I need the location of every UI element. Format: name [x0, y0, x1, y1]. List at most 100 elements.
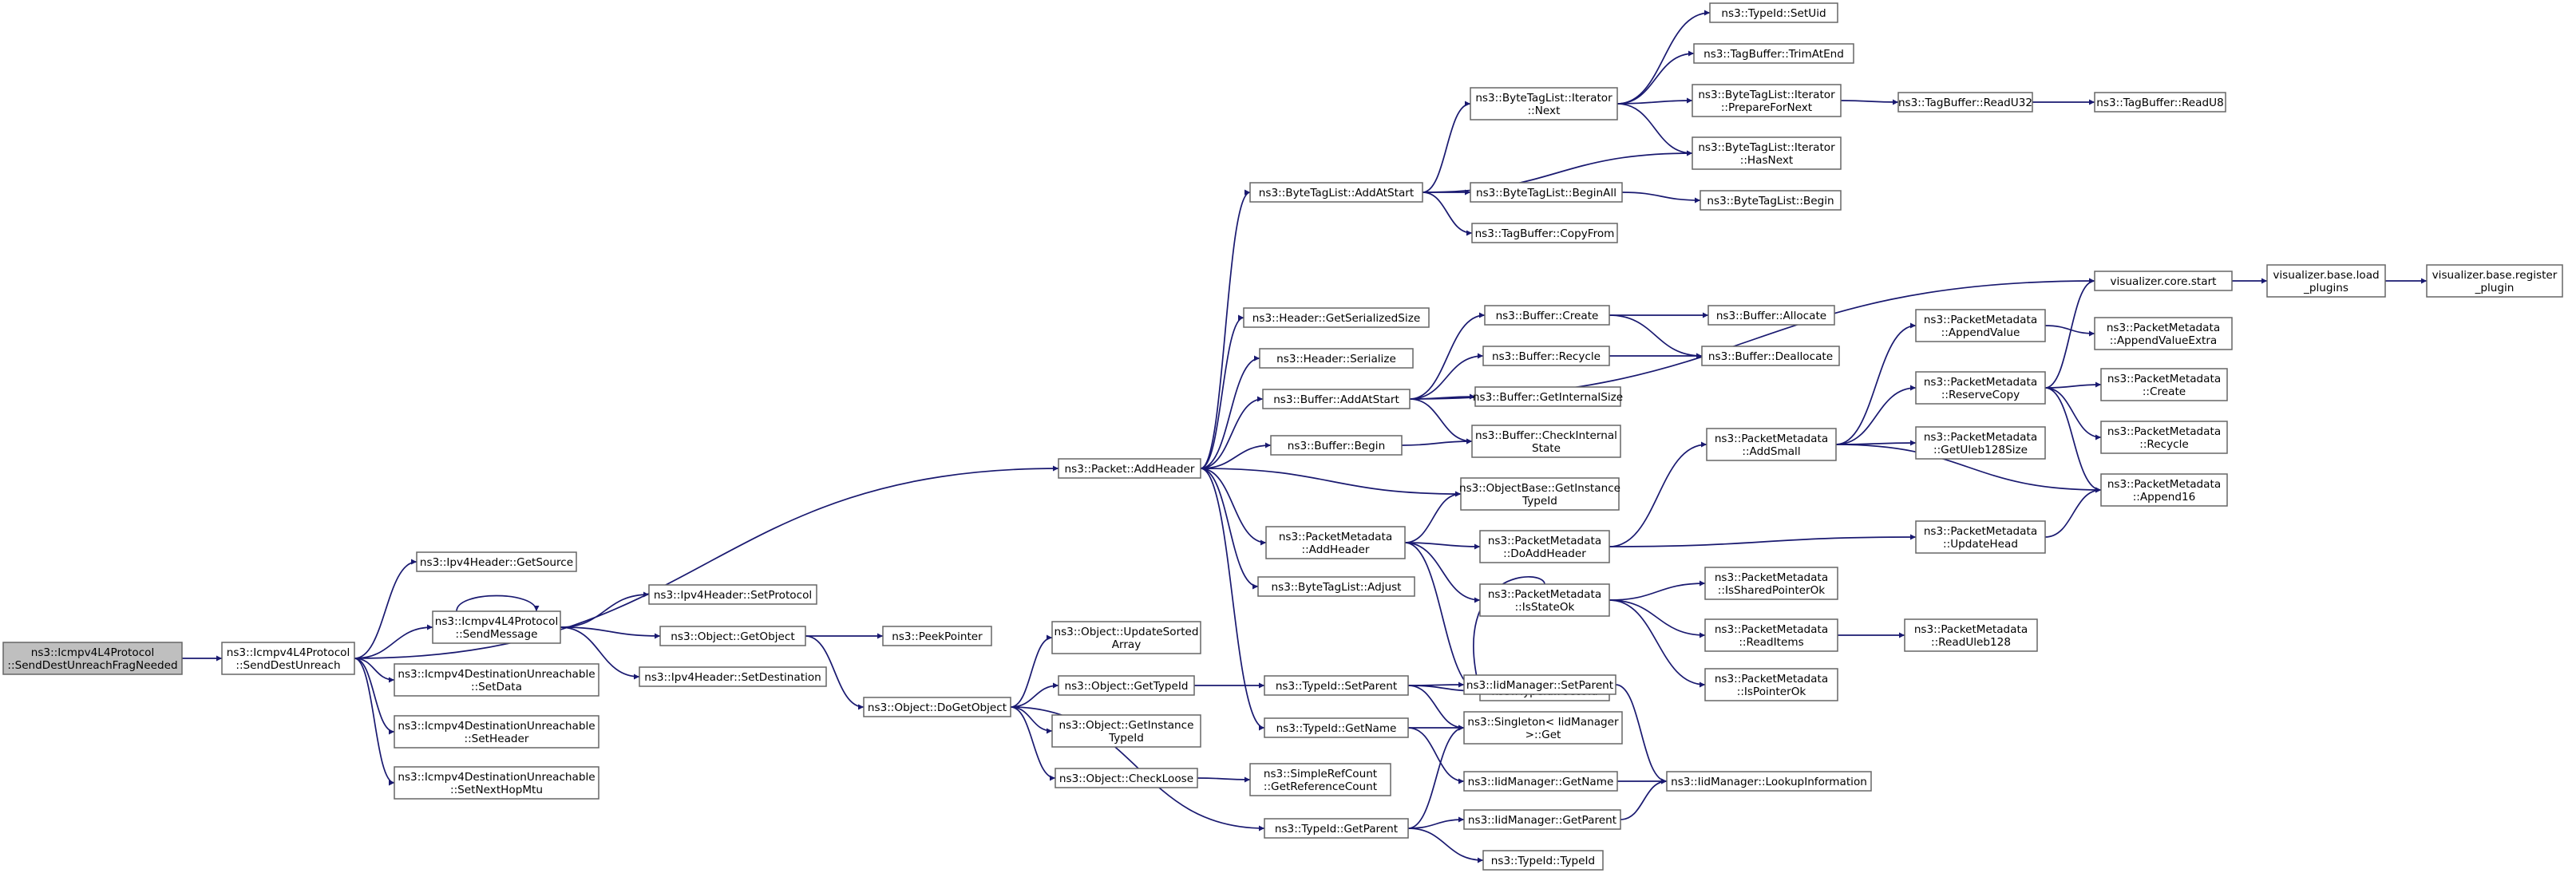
node-bufferRecycle[interactable]: ns3::Buffer::Recycle [1482, 346, 1610, 366]
node-label-line: ::ReadItems [1739, 636, 1803, 649]
node-singletonGet[interactable]: ns3::Singleton< IidManager >::Get [1463, 711, 1623, 745]
node-iidManagerSetParent[interactable]: ns3::IidManager::SetParent [1463, 674, 1616, 695]
node-pmGetUleb128Size[interactable]: ns3::PacketMetadata::GetUleb128Size [1915, 426, 2046, 460]
node-box [1051, 621, 1201, 654]
node-tagBufferReadU8[interactable]: ns3::TagBuffer::ReadU8 [2094, 92, 2226, 113]
edge-iteratorPrepareForNext-to-tagBufferReadU32 [1840, 99, 1899, 105]
node-sendMessage[interactable]: ns3::Icmpv4L4Protocol::SendMessage [432, 610, 561, 644]
node-pmAddHeader[interactable]: ns3::PacketMetadata::AddHeader [1265, 526, 1406, 559]
node-bufferCreate[interactable]: ns3::Buffer::Create [1484, 305, 1610, 326]
node-label-line: ::UpdateHead [1943, 538, 2018, 551]
node-iidManagerGetName[interactable]: ns3::IidManager::GetName [1463, 771, 1618, 792]
node-packetAddHeader[interactable]: ns3::Packet::AddHeader [1058, 458, 1201, 479]
node-label-line: ::SetHeader [465, 733, 529, 745]
node-tagBufferTrimAtEnd[interactable]: ns3::TagBuffer::TrimAtEnd [1693, 43, 1854, 64]
node-byteTagListAddAtStart[interactable]: ns3::ByteTagList::AddAtStart [1249, 182, 1423, 203]
node-iteratorNext[interactable]: ns3::ByteTagList::Iterator::Next [1470, 87, 1618, 120]
node-pmCreate[interactable]: ns3::PacketMetadata::Create [2100, 368, 2228, 401]
node-getReferenceCount[interactable]: ns3::SimpleRefCount::GetReferenceCount [1249, 763, 1391, 796]
node-box [1265, 526, 1406, 559]
node-label-line: ns3::TagBuffer::ReadU32 [1898, 97, 2032, 109]
node-headerGetSerializedSize[interactable]: ns3::Header::GetSerializedSize [1243, 307, 1430, 328]
node-label-line: ns3::PacketMetadata [1715, 433, 1828, 445]
node-sendDestUnreach[interactable]: ns3::Icmpv4L4Protocol::SendDestUnreach [221, 642, 355, 675]
node-doGetObject[interactable]: ns3::Object::DoGetObject [863, 697, 1011, 717]
node-bufferGetInternalSize[interactable]: ns3::Buffer::GetInternalSize [1473, 386, 1623, 407]
node-iidManagerGetParent[interactable]: ns3::IidManager::GetParent [1463, 809, 1621, 830]
node-pmReadUleb128[interactable]: ns3::PacketMetadata::ReadUleb128 [1904, 618, 2038, 652]
edge-packetAddHeader-to-typeIdGetName [1200, 468, 1265, 731]
node-byteTagListAdjust[interactable]: ns3::ByteTagList::Adjust [1257, 576, 1415, 597]
node-label-line: ns3::ByteTagList::Iterator [1698, 141, 1835, 154]
node-tagBufferReadU32[interactable]: ns3::TagBuffer::ReadU32 [1897, 92, 2033, 113]
node-label-line: ns3::Singleton< IidManager [1467, 716, 1619, 729]
node-typeIdSetParent[interactable]: ns3::TypeId::SetParent [1264, 675, 1409, 696]
node-typeIdGetParent[interactable]: ns3::TypeId::GetParent [1264, 818, 1409, 839]
node-ipv4SetDestination[interactable]: ns3::Ipv4Header::SetDestination [639, 666, 827, 687]
node-label-line: ::Append16 [2133, 491, 2196, 504]
node-pmAppendValue[interactable]: ns3::PacketMetadata::AppendValue [1915, 309, 2046, 342]
node-pmIsSharedPointerOk[interactable]: ns3::PacketMetadata::IsSharedPointerOk [1704, 567, 1838, 600]
node-bufferDeallocate[interactable]: ns3::Buffer::Deallocate [1701, 346, 1840, 366]
node-typeIdGetName[interactable]: ns3::TypeId::GetName [1264, 717, 1409, 738]
node-visualizerBaseLoadPlugins[interactable]: visualizer.base.load_plugins [2266, 264, 2386, 298]
node-byteTagListBeginAll[interactable]: ns3::ByteTagList::BeginAll [1470, 182, 1623, 203]
node-label-line: ::SendDestUnreachFragNeeded [7, 659, 177, 672]
node-setNextHopMtu[interactable]: ns3::Icmpv4DestinationUnreachable::SetNe… [394, 766, 599, 800]
node-label-line: _plugins [2303, 282, 2348, 294]
node-pmDoAddHeader[interactable]: ns3::PacketMetadata::DoAddHeader [1479, 530, 1610, 563]
node-pmAddSmall[interactable]: ns3::PacketMetadata::AddSmall [1706, 428, 1837, 461]
node-label-line: ns3::ByteTagList::BeginAll [1476, 187, 1616, 199]
node-label-line: ::HasNext [1740, 154, 1793, 167]
node-box [1051, 714, 1201, 748]
node-box [416, 551, 577, 572]
node-iidManagerLookupInformation[interactable]: ns3::IidManager::LookupInformation [1666, 771, 1872, 792]
node-peekPointer[interactable]: ns3::PeekPointer [882, 626, 992, 646]
node-setData[interactable]: ns3::Icmpv4DestinationUnreachable::SetDa… [394, 663, 599, 697]
node-ipv4GetSource[interactable]: ns3::Ipv4Header::GetSource [416, 551, 577, 572]
node-pmIsPointerOk[interactable]: ns3::PacketMetadata::IsPointerOk [1704, 668, 1838, 701]
node-label-line: ns3::PeekPointer [892, 630, 983, 643]
node-objectGetTypeId[interactable]: ns3::Object::GetTypeId [1058, 675, 1195, 696]
node-box [1704, 567, 1838, 600]
node-label-line: visualizer.base.load [2273, 269, 2379, 282]
node-byteTagListBegin[interactable]: ns3::ByteTagList::Begin [1700, 190, 1842, 211]
node-iteratorHasNext[interactable]: ns3::ByteTagList::Iterator::HasNext [1692, 136, 1842, 170]
node-typeIdTypeId[interactable]: ns3::TypeId::TypeId [1482, 850, 1604, 871]
node-bufferAllocate[interactable]: ns3::Buffer::Allocate [1707, 305, 1835, 326]
node-pmIsStateOk[interactable]: ns3::PacketMetadata::IsStateOk [1479, 583, 1610, 617]
node-bufferAddAtStart[interactable]: ns3::Buffer::AddAtStart [1262, 389, 1411, 409]
node-pmAppendValueExtra[interactable]: ns3::PacketMetadata::AppendValueExtra [2094, 317, 2233, 350]
node-box [1706, 428, 1837, 461]
node-label-line: ns3::PacketMetadata [1488, 535, 1601, 547]
node-label-line: ns3::PacketMetadata [1924, 431, 2037, 444]
node-iteratorPrepareForNext[interactable]: ns3::ByteTagList::Iterator::PrepareForNe… [1692, 84, 1842, 117]
node-label-line: ns3::Icmpv4DestinationUnreachable [398, 668, 595, 681]
node-box [1264, 675, 1409, 696]
node-box [1704, 668, 1838, 701]
edge-sendDestUnreach-to-setData [354, 658, 395, 683]
node-ipv4SetProtocol[interactable]: ns3::Ipv4Header::SetProtocol [648, 584, 817, 605]
edge-pmAddSmall-to-pmAppend16 [1835, 444, 2102, 493]
node-label-line: ns3::ByteTagList::Adjust [1272, 581, 1402, 594]
node-pmUpdateHead[interactable]: ns3::PacketMetadata::UpdateHead [1915, 520, 2046, 554]
node-bufferBegin[interactable]: ns3::Buffer::Begin [1270, 435, 1403, 456]
node-pmRecycle[interactable]: ns3::PacketMetadata::Recycle [2100, 421, 2228, 454]
node-headerSerialize[interactable]: ns3::Header::Serialize [1259, 348, 1414, 369]
node-visualizerCoreStart[interactable]: visualizer.core.start [2094, 271, 2233, 291]
node-label-line: ::AddHeader [1302, 543, 1370, 556]
node-setHeader[interactable]: ns3::Icmpv4DestinationUnreachable::SetHe… [394, 715, 599, 749]
node-typeIdSetUid[interactable]: ns3::TypeId::SetUid [1709, 2, 1838, 23]
node-pmAppend16[interactable]: ns3::PacketMetadata::Append16 [2100, 473, 2228, 507]
node-checkLoose[interactable]: ns3::Object::CheckLoose [1055, 768, 1198, 788]
node-tagBufferCopyFrom[interactable]: ns3::TagBuffer::CopyFrom [1471, 223, 1618, 243]
node-objectGetObject[interactable]: ns3::Object::GetObject [659, 626, 806, 646]
node-pmReadItems[interactable]: ns3::PacketMetadata::ReadItems [1704, 618, 1838, 652]
node-visualizerBaseRegisterPlugin[interactable]: visualizer.base.register_plugin [2426, 264, 2563, 298]
node-pmReserveCopy[interactable]: ns3::PacketMetadata::ReserveCopy [1915, 371, 2046, 405]
node-box [2100, 421, 2228, 454]
